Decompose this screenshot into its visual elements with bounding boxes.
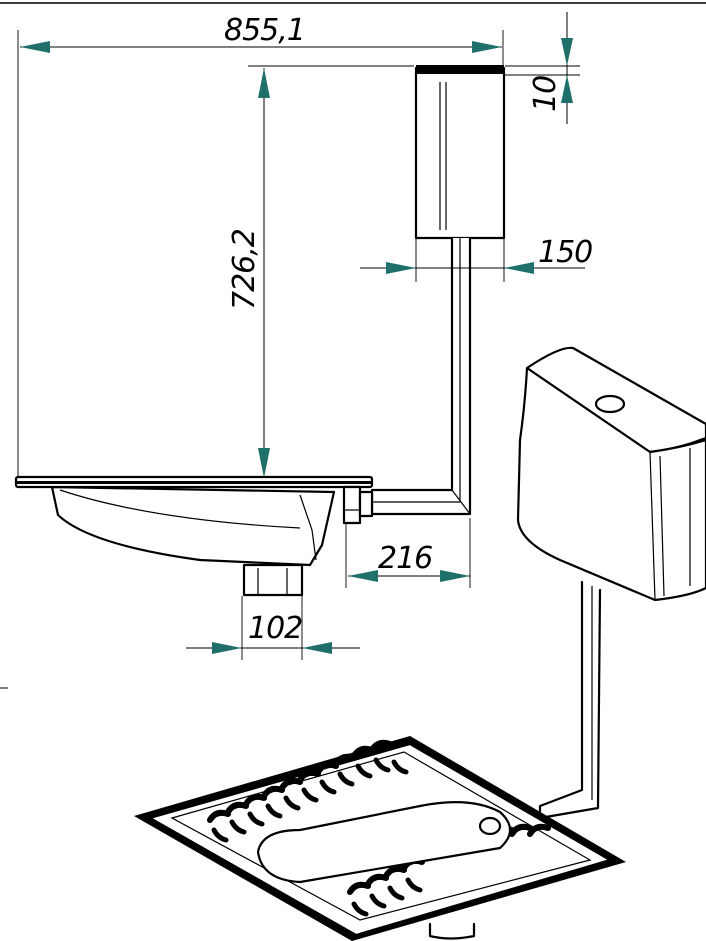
dim-pipe-height: 726,2	[227, 65, 414, 478]
footpad-left	[207, 739, 409, 843]
dim-label-cistern-width: 150	[538, 235, 592, 270]
squat-pan	[134, 736, 626, 941]
flush-pipe	[370, 236, 472, 516]
dim-label-lid-thickness: 10	[528, 76, 563, 112]
flush-button-icon	[594, 394, 626, 414]
dim-label-drain-width: 102	[248, 611, 302, 646]
pan-inlet-icon	[478, 816, 502, 836]
pan-bowl	[256, 801, 512, 884]
dim-lid-thickness: 10	[505, 12, 580, 124]
basin-drain	[242, 563, 304, 597]
cistern-lid	[416, 65, 504, 74]
dim-cistern-width: 150	[360, 235, 593, 282]
dim-label-pipe-height: 726,2	[227, 229, 262, 310]
high-cistern	[414, 65, 506, 240]
dim-label-pipe-offset: 216	[378, 541, 432, 576]
dim-pipe-offset: 216	[345, 518, 471, 588]
basin	[14, 475, 374, 597]
basin-bowl	[50, 485, 336, 567]
cistern-body-3d	[516, 366, 706, 602]
dim-label-overall-width: 855,1	[224, 13, 305, 48]
basin-side-fitting	[342, 485, 362, 525]
dim-drain-width: 102	[186, 596, 360, 660]
low-cistern	[516, 346, 706, 820]
cistern-body	[414, 66, 506, 240]
dim-overall-width: 855,1	[17, 13, 504, 478]
